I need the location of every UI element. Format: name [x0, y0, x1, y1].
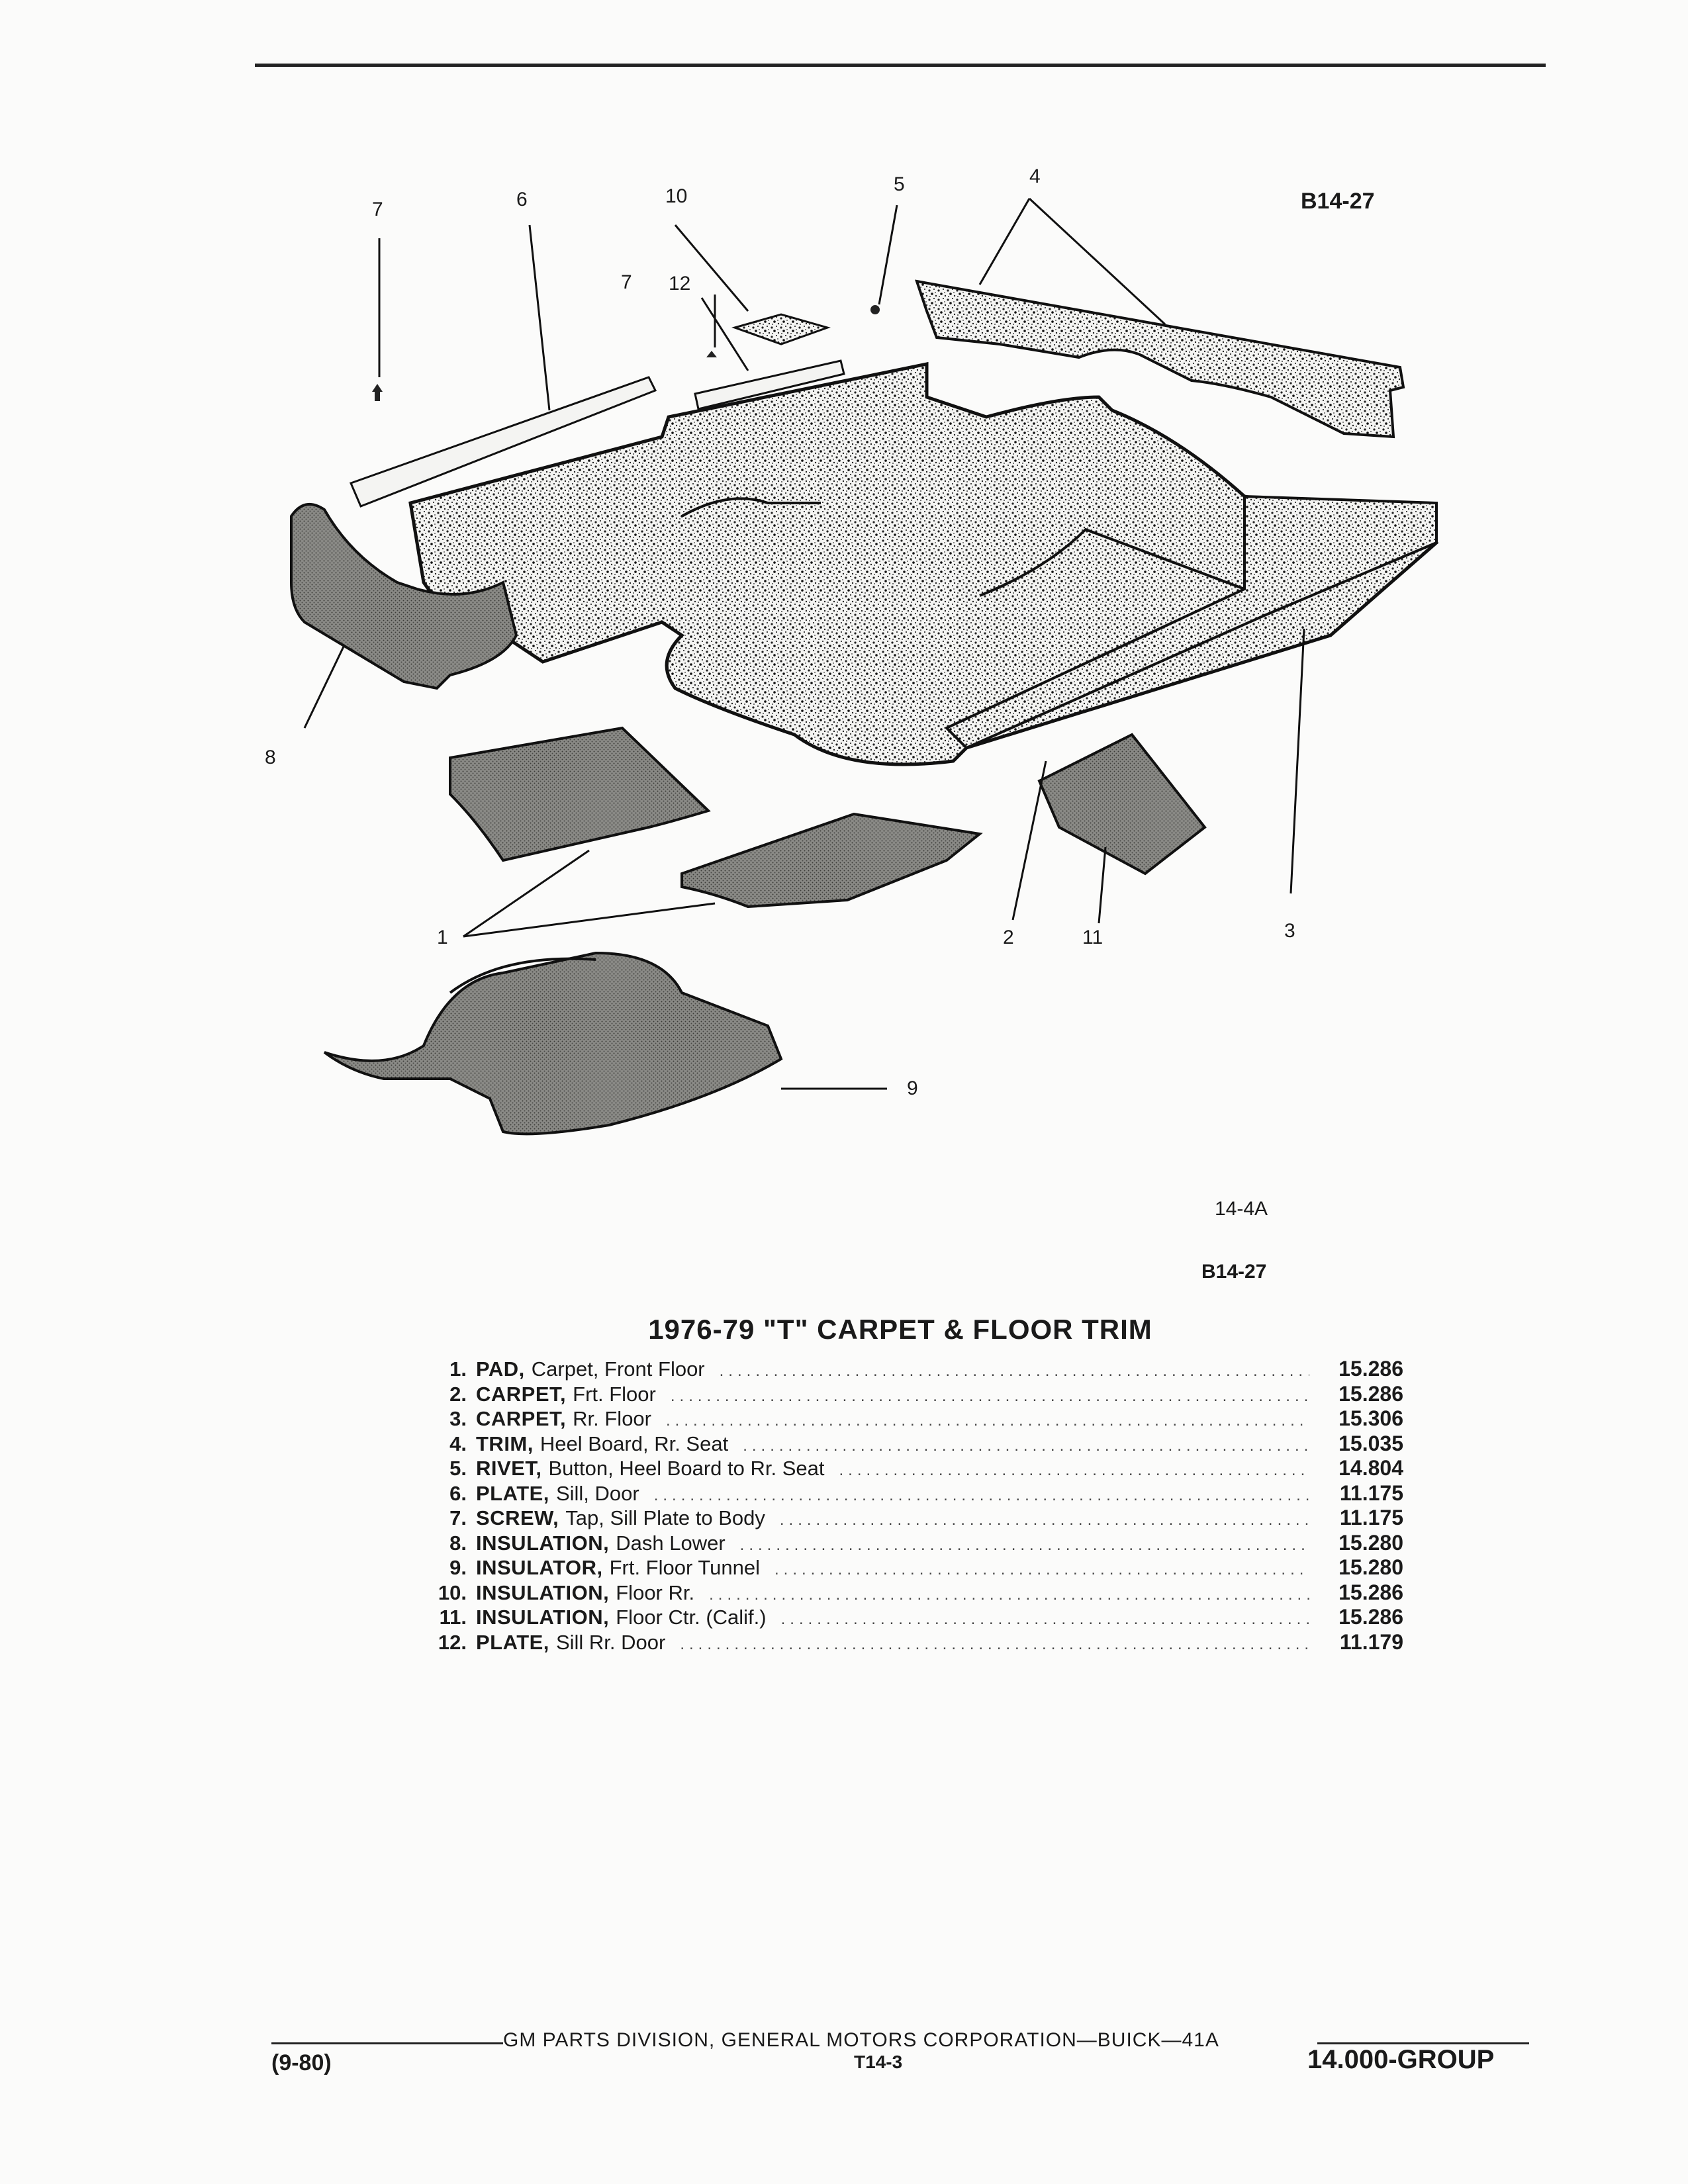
- callout-10: 10: [665, 185, 688, 207]
- part-description: Frt. Floor: [573, 1382, 656, 1406]
- part-name: INSULATION,: [476, 1606, 610, 1629]
- callout-11: 11: [1082, 927, 1103, 948]
- part-row: 11. INSULATION, Floor Ctr. (Calif.) ....…: [410, 1605, 1403, 1630]
- dot-leader: ........................................…: [653, 1486, 1309, 1504]
- part-name: CARPET,: [476, 1382, 567, 1406]
- part-group-number: 15.306: [1338, 1406, 1403, 1430]
- part-name: INSULATION,: [476, 1531, 610, 1555]
- callout-4: 4: [1029, 165, 1041, 187]
- part-group-number: 11.175: [1339, 1480, 1403, 1505]
- part-number: 3.: [449, 1407, 467, 1430]
- top-rule: [255, 64, 1546, 67]
- part-description: Heel Board, Rr. Seat: [539, 1432, 729, 1455]
- part-name: RIVET,: [476, 1457, 542, 1480]
- callout-8: 8: [265, 747, 276, 768]
- part-row: 12. PLATE, Sill Rr. Door ...............…: [410, 1630, 1403, 1655]
- part-row: 5. RIVET, Button, Heel Board to Rr. Seat…: [410, 1456, 1403, 1481]
- part-group-number: 15.035: [1338, 1431, 1403, 1455]
- dot-leader: ........................................…: [670, 1387, 1309, 1405]
- page-title: 1976-79 "T" CARPET & FLOOR TRIM: [648, 1314, 1152, 1345]
- part-name: PAD,: [476, 1357, 525, 1381]
- callout-7b: 7: [621, 271, 632, 293]
- part-name: PLATE,: [476, 1630, 549, 1654]
- part-group-number: 15.286: [1338, 1580, 1403, 1604]
- part-description: Frt. Floor Tunnel: [609, 1556, 760, 1579]
- part-name: TRIM,: [476, 1432, 534, 1455]
- part-number: 8.: [449, 1531, 467, 1555]
- part-description: Rr. Floor: [573, 1407, 651, 1430]
- part-description: Button, Heel Board to Rr. Seat: [548, 1457, 825, 1480]
- part-row: 1. PAD, Carpet, Front Floor ............…: [410, 1357, 1403, 1382]
- part-row: 9. INSULATOR, Frt. Floor Tunnel ........…: [410, 1555, 1403, 1580]
- part-description: Floor Ctr. (Calif.): [616, 1606, 767, 1629]
- part-number: 4.: [449, 1432, 467, 1455]
- dot-leader: ........................................…: [719, 1362, 1309, 1380]
- part-name: INSULATION,: [476, 1580, 610, 1604]
- dot-leader: ........................................…: [780, 1610, 1309, 1628]
- footer-rule-left: [271, 2042, 503, 2044]
- callout-7: 7: [372, 199, 383, 220]
- part-description: Dash Lower: [616, 1531, 726, 1555]
- part-group-number: 11.175: [1339, 1506, 1403, 1529]
- part-description: Tap, Sill Plate to Body: [565, 1506, 765, 1529]
- figure-code-bottom: B14-27: [1201, 1261, 1267, 1283]
- footer-group: 14.000-GROUP: [1307, 2045, 1495, 2074]
- part-description: Sill Rr. Door: [555, 1630, 666, 1654]
- dot-leader: ........................................…: [779, 1511, 1309, 1529]
- part-number: 5.: [449, 1457, 467, 1480]
- figure-code-top: B14-27: [1301, 189, 1375, 214]
- part-name: INSULATOR,: [476, 1556, 603, 1579]
- part-number: 10.: [438, 1580, 467, 1604]
- part-row: 4. TRIM, Heel Board, Rr. Seat ..........…: [410, 1432, 1403, 1457]
- part-description: Floor Rr.: [616, 1580, 695, 1604]
- part-row: 3. CARPET, Rr. Floor ...................…: [410, 1406, 1403, 1432]
- parts-list: 1. PAD, Carpet, Front Floor ............…: [410, 1357, 1403, 1655]
- part-name: CARPET,: [476, 1407, 567, 1430]
- footer-division: GM PARTS DIVISION, GENERAL MOTORS CORPOR…: [503, 2029, 1219, 2051]
- dot-leader: ........................................…: [739, 1535, 1309, 1554]
- callout-5: 5: [894, 173, 905, 195]
- callout-1: 1: [437, 927, 448, 948]
- part-description: Sill, Door: [555, 1481, 639, 1505]
- part-group-number: 15.286: [1338, 1357, 1403, 1381]
- part-group-number: 11.179: [1339, 1629, 1403, 1654]
- dot-leader: ........................................…: [743, 1436, 1309, 1455]
- dot-leader: ........................................…: [709, 1585, 1309, 1604]
- part-group-number: 15.280: [1338, 1555, 1403, 1579]
- dot-leader: ........................................…: [680, 1635, 1309, 1653]
- dot-leader: ........................................…: [666, 1412, 1309, 1430]
- part-number: 2.: [449, 1382, 467, 1406]
- part-group-number: 15.286: [1338, 1381, 1403, 1406]
- part-number: 11.: [439, 1606, 467, 1629]
- figure-ref: 14-4A: [1215, 1198, 1268, 1220]
- part-number: 1.: [449, 1357, 467, 1381]
- part-number: 12.: [438, 1630, 467, 1654]
- part-number: 6.: [449, 1481, 467, 1505]
- part-row: 8. INSULATION, Dash Lower ..............…: [410, 1531, 1403, 1556]
- part-group-number: 15.286: [1338, 1605, 1403, 1629]
- part-row: 10. INSULATION, Floor Rr. ..............…: [410, 1580, 1403, 1606]
- callout-2: 2: [1003, 927, 1014, 948]
- part-number: 9.: [449, 1556, 467, 1579]
- part-name: SCREW,: [476, 1506, 559, 1529]
- callout-3: 3: [1284, 920, 1295, 942]
- part-row: 2. CARPET, Frt. Floor ..................…: [410, 1382, 1403, 1407]
- carpet-floor-trim-diagram: [290, 197, 1439, 1136]
- part-description: Carpet, Front Floor: [531, 1357, 705, 1381]
- part-row: 7. SCREW, Tap, Sill Plate to Body ......…: [410, 1506, 1403, 1531]
- callout-6: 6: [516, 189, 528, 210]
- part-group-number: 14.804: [1338, 1456, 1403, 1480]
- dot-leader: ........................................…: [774, 1561, 1309, 1578]
- part-name: PLATE,: [476, 1481, 549, 1505]
- callout-12: 12: [669, 273, 691, 295]
- dot-leader: ........................................…: [839, 1461, 1310, 1479]
- part-group-number: 15.280: [1338, 1530, 1403, 1555]
- part-number: 7.: [449, 1506, 467, 1529]
- part-row: 6. PLATE, Sill, Door ...................…: [410, 1481, 1403, 1506]
- callout-9: 9: [907, 1077, 918, 1099]
- footer-date: (9-80): [271, 2050, 332, 2075]
- footer-page-number: T14-3: [854, 2052, 903, 2072]
- footer-rule-right: [1317, 2042, 1529, 2044]
